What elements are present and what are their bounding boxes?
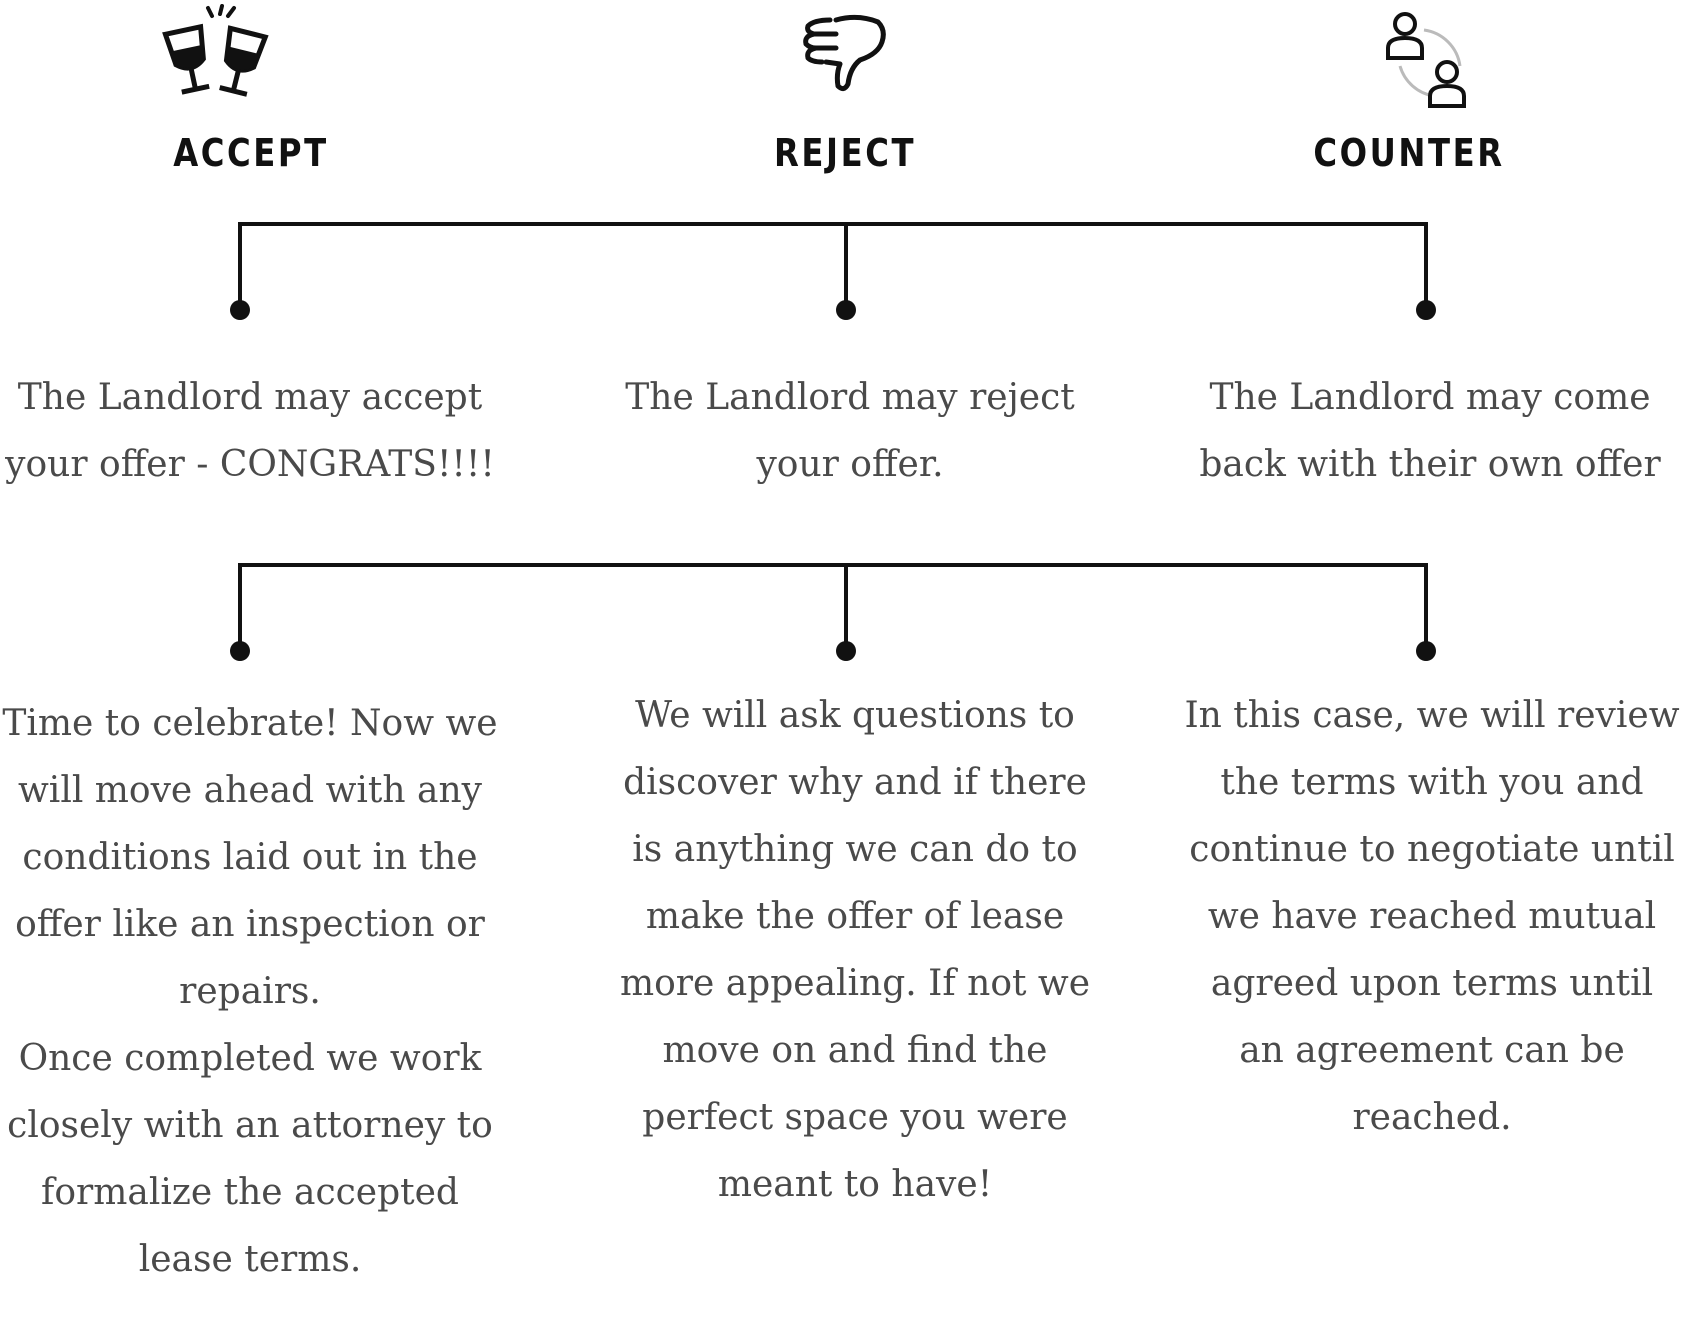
- counter-heading: COUNTER: [1313, 131, 1505, 175]
- reject-node: [836, 300, 856, 320]
- accept-heading: ACCEPT: [173, 131, 329, 175]
- reject-next-steps: We will ask questions to discover why an…: [619, 695, 1091, 1205]
- reject-outcome: The Landlord may reject your offer.: [625, 377, 1075, 485]
- accept-outcome: The Landlord may accept your offer - CON…: [5, 377, 495, 485]
- accept-next-node: [230, 641, 250, 661]
- toasting-glasses-icon: [162, 4, 269, 97]
- accept-next-steps: Time to celebrate! Now we will move ahea…: [2, 703, 498, 1280]
- reject-heading: REJECT: [773, 131, 917, 175]
- reject-next-node: [836, 641, 856, 661]
- counter-next-steps: In this case, we will review the terms w…: [1184, 695, 1680, 1138]
- people-exchange-icon: [1386, 12, 1466, 108]
- counter-next-node: [1416, 641, 1436, 661]
- accept-node: [230, 300, 250, 320]
- counter-node: [1416, 300, 1436, 320]
- counter-outcome: The Landlord may come back with their ow…: [1199, 377, 1661, 485]
- thumbs-down-icon: [803, 14, 886, 92]
